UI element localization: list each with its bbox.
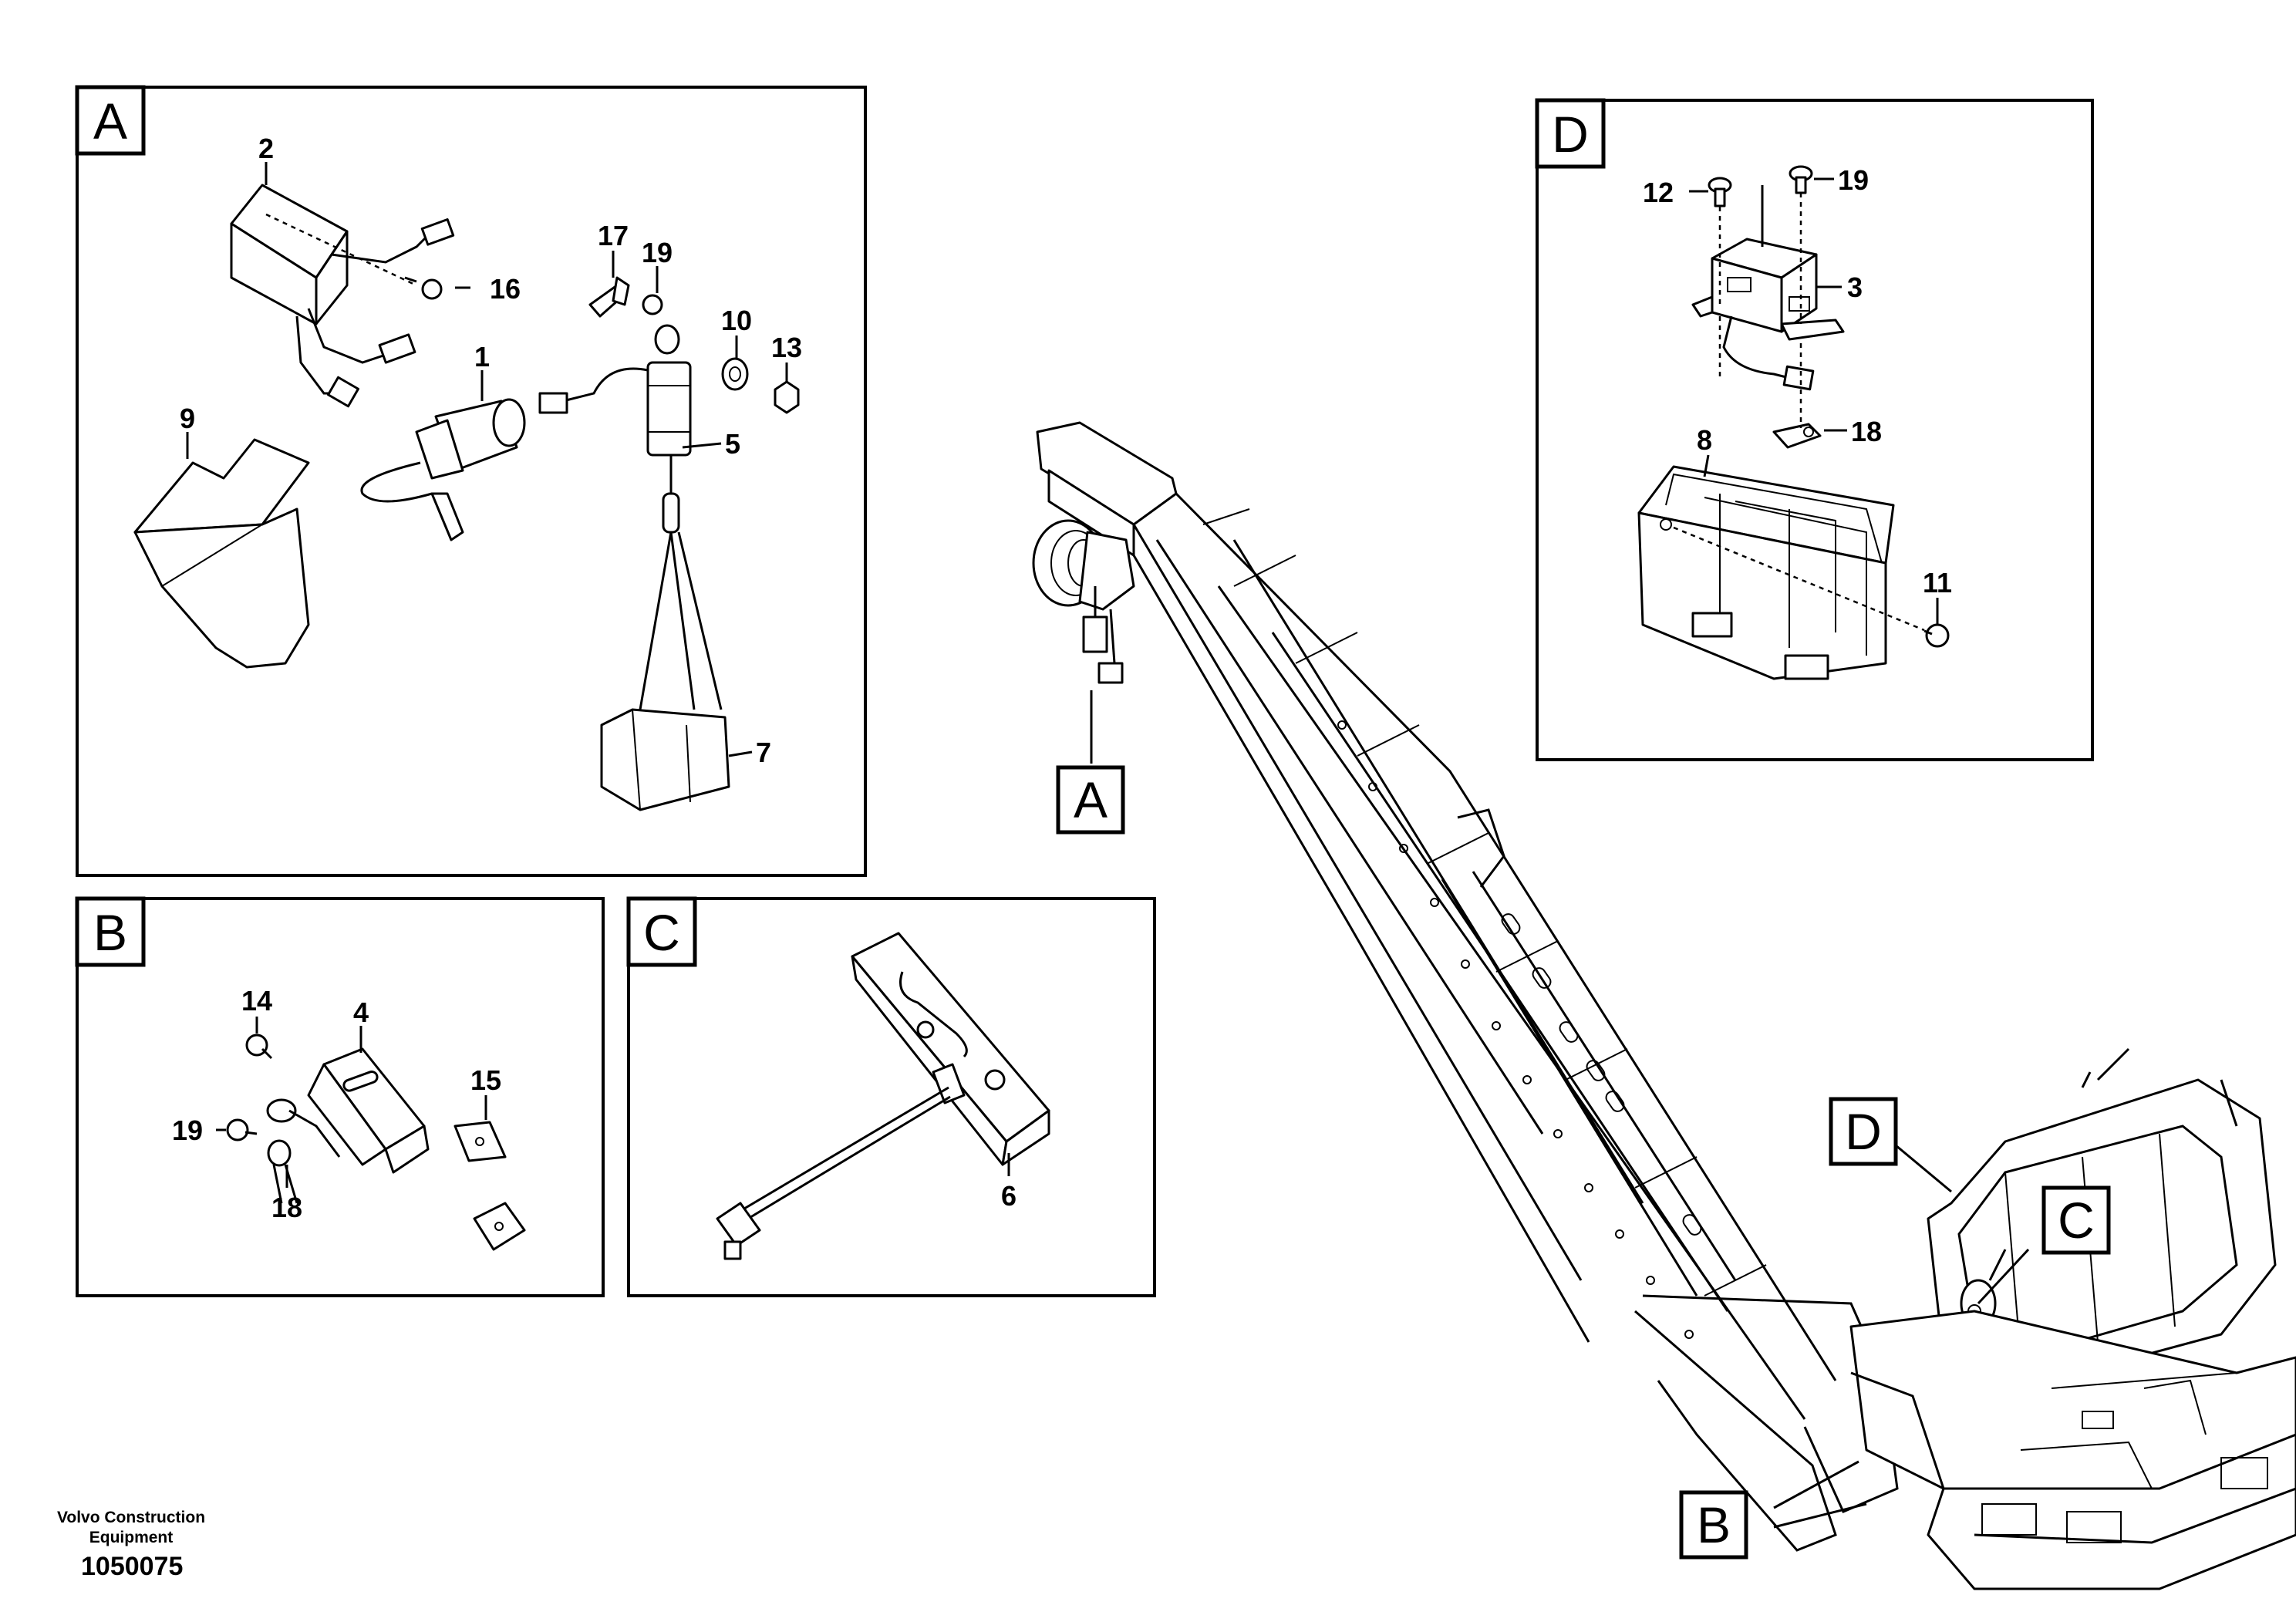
label-part-9: 9 xyxy=(180,403,195,434)
detail-panel-d: D xyxy=(1535,98,2094,761)
part-8-enclosure xyxy=(1637,465,1925,680)
label-part-14: 14 xyxy=(241,985,272,1017)
label-part-6: 6 xyxy=(1001,1180,1017,1212)
callout-c[interactable]: C xyxy=(2041,1185,2111,1255)
callout-d-label: D xyxy=(1845,1103,1882,1160)
part-12-bolt xyxy=(1708,177,1732,207)
callout-a-label: A xyxy=(1074,771,1108,828)
part-16-bolt xyxy=(404,276,443,300)
label-part-19-a: 19 xyxy=(642,237,673,268)
label-part-16: 16 xyxy=(490,273,521,305)
company-name-line2: Equipment xyxy=(89,1529,174,1546)
base-frame xyxy=(1773,1310,2296,1590)
part-2-sensor-box xyxy=(230,184,455,408)
detail-d-label: D xyxy=(1552,106,1589,163)
label-part-3: 3 xyxy=(1847,271,1863,303)
label-part-8: 8 xyxy=(1697,424,1712,456)
label-part-4: 4 xyxy=(353,996,369,1028)
label-part-19-b: 19 xyxy=(172,1114,203,1146)
callout-d[interactable]: D xyxy=(1829,1097,1898,1166)
boom-holes xyxy=(1337,720,1694,1339)
label-part-11: 11 xyxy=(1923,567,1952,599)
detail-panel-c: C 6 xyxy=(626,896,1156,1297)
part-18-clip xyxy=(1772,423,1822,449)
leader-b xyxy=(1773,1460,1859,1509)
figure-id: 1050075 xyxy=(81,1552,184,1581)
label-part-13: 13 xyxy=(771,332,802,363)
part-7-weight xyxy=(600,455,730,811)
label-part-18-d: 18 xyxy=(1851,416,1882,447)
company-name-line1: Volvo Construction xyxy=(56,1509,206,1526)
detail-panel-a: A xyxy=(75,85,867,877)
leader-c xyxy=(1977,1248,2030,1305)
part-3-sensor xyxy=(1691,185,1845,391)
label-part-12: 12 xyxy=(1643,177,1674,208)
part-10-washer xyxy=(721,357,749,391)
label-part-18-b: 18 xyxy=(271,1192,302,1223)
label-part-10: 10 xyxy=(721,305,752,336)
detail-c-label: C xyxy=(643,904,680,961)
part-1-solenoid xyxy=(360,398,526,541)
part-4-limit-switch xyxy=(266,1047,430,1204)
part-15-plates xyxy=(453,1121,526,1251)
part-19-bolt-b xyxy=(226,1118,258,1141)
detail-a-label: A xyxy=(93,93,127,150)
part-5-switch xyxy=(538,324,692,457)
part-13-nut xyxy=(774,380,800,414)
winch-drum xyxy=(1032,519,1135,611)
company-name: Volvo Construction Equipment xyxy=(31,1508,231,1548)
callout-b-label: B xyxy=(1697,1496,1731,1553)
part-9-cover xyxy=(133,438,310,669)
part-17-bracket xyxy=(588,276,630,318)
label-part-5: 5 xyxy=(725,428,740,460)
label-part-17: 17 xyxy=(598,220,629,251)
boom-slots xyxy=(1501,913,1702,1236)
callout-c-label: C xyxy=(2058,1192,2095,1249)
part-6-control-box xyxy=(716,932,1050,1260)
label-part-7: 7 xyxy=(756,737,771,768)
detail-panel-b: B xyxy=(75,896,605,1297)
label-part-1: 1 xyxy=(474,341,490,373)
detail-b-label: B xyxy=(93,904,127,961)
part-14-bolt xyxy=(245,1034,273,1060)
label-part-15: 15 xyxy=(470,1064,501,1096)
callout-a[interactable]: A xyxy=(1056,765,1125,835)
callout-b[interactable]: B xyxy=(1679,1490,1748,1560)
part-19-bolt-a xyxy=(642,294,663,315)
label-part-19-d: 19 xyxy=(1838,164,1869,196)
label-part-2: 2 xyxy=(258,133,274,164)
